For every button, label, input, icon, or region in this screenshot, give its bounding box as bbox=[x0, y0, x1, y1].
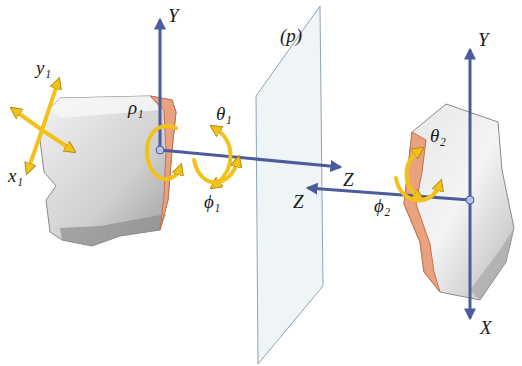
axis-label: Z bbox=[293, 192, 304, 211]
plane bbox=[256, 6, 323, 364]
axis-label: Z bbox=[343, 170, 354, 189]
axis-label: x₁ bbox=[8, 166, 23, 185]
axis-label: θ₂ bbox=[430, 126, 446, 145]
axis-label: Y bbox=[478, 30, 489, 49]
axis-label: ϕ₁ bbox=[204, 192, 220, 211]
axis-label: (p) bbox=[280, 26, 302, 45]
motion-arrows bbox=[14, 82, 440, 200]
axis-label: ϕ₂ bbox=[374, 196, 390, 215]
axis-label: ρ₁ bbox=[128, 98, 144, 117]
axis-label: X bbox=[480, 318, 492, 337]
right-axes bbox=[308, 50, 474, 318]
left-fragment bbox=[40, 96, 176, 246]
left-axes bbox=[156, 20, 340, 167]
axis-label: Y bbox=[168, 6, 179, 25]
axis-label: y₁ bbox=[36, 58, 51, 77]
axis-label: θ₁ bbox=[216, 104, 232, 123]
